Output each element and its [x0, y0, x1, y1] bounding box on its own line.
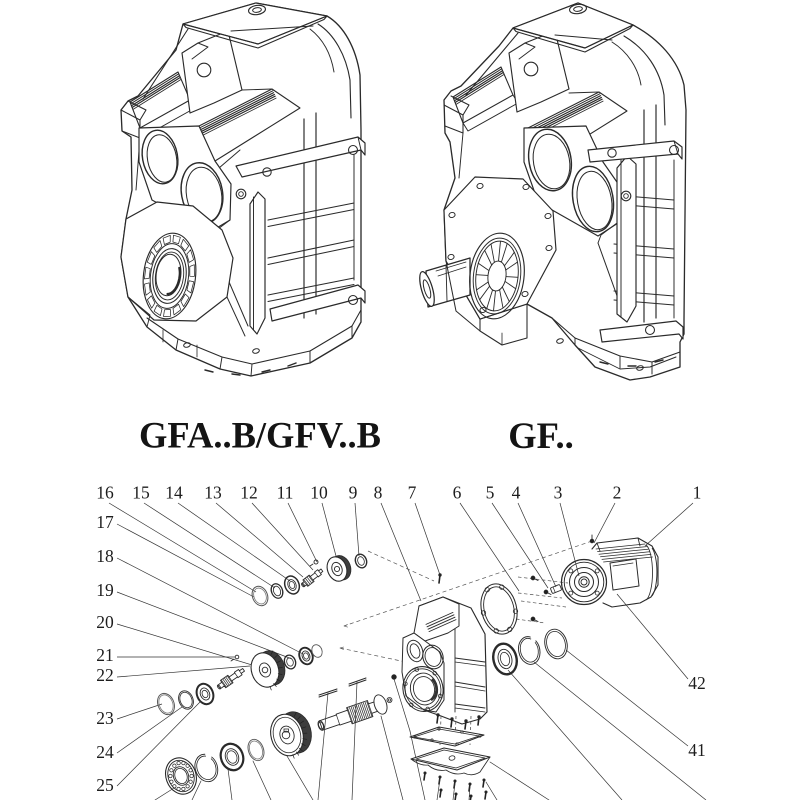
- svg-text:14: 14: [165, 483, 183, 503]
- svg-text:20: 20: [96, 612, 114, 632]
- svg-text:15: 15: [132, 483, 150, 503]
- svg-text:GF..: GF..: [508, 415, 574, 456]
- svg-text:5: 5: [486, 483, 495, 503]
- svg-text:10: 10: [310, 483, 328, 503]
- svg-text:3: 3: [554, 483, 563, 503]
- svg-text:41: 41: [688, 740, 706, 760]
- svg-text:GFA..B/GFV..B: GFA..B/GFV..B: [139, 415, 381, 456]
- svg-text:42: 42: [688, 673, 706, 693]
- svg-text:23: 23: [96, 708, 114, 728]
- svg-text:17: 17: [96, 512, 114, 532]
- svg-text:7: 7: [408, 483, 417, 503]
- svg-text:16: 16: [96, 483, 114, 503]
- svg-text:25: 25: [96, 775, 114, 795]
- svg-text:4: 4: [512, 483, 521, 503]
- svg-text:19: 19: [96, 580, 114, 600]
- svg-text:13: 13: [204, 483, 222, 503]
- svg-text:22: 22: [96, 665, 114, 685]
- svg-text:11: 11: [277, 483, 294, 503]
- svg-text:8: 8: [374, 483, 383, 503]
- svg-text:2: 2: [613, 483, 622, 503]
- svg-text:12: 12: [240, 483, 258, 503]
- svg-text:6: 6: [453, 483, 462, 503]
- svg-text:21: 21: [96, 645, 114, 665]
- svg-text:18: 18: [96, 546, 114, 566]
- svg-text:24: 24: [96, 742, 114, 762]
- svg-text:1: 1: [693, 483, 702, 503]
- svg-text:9: 9: [349, 483, 358, 503]
